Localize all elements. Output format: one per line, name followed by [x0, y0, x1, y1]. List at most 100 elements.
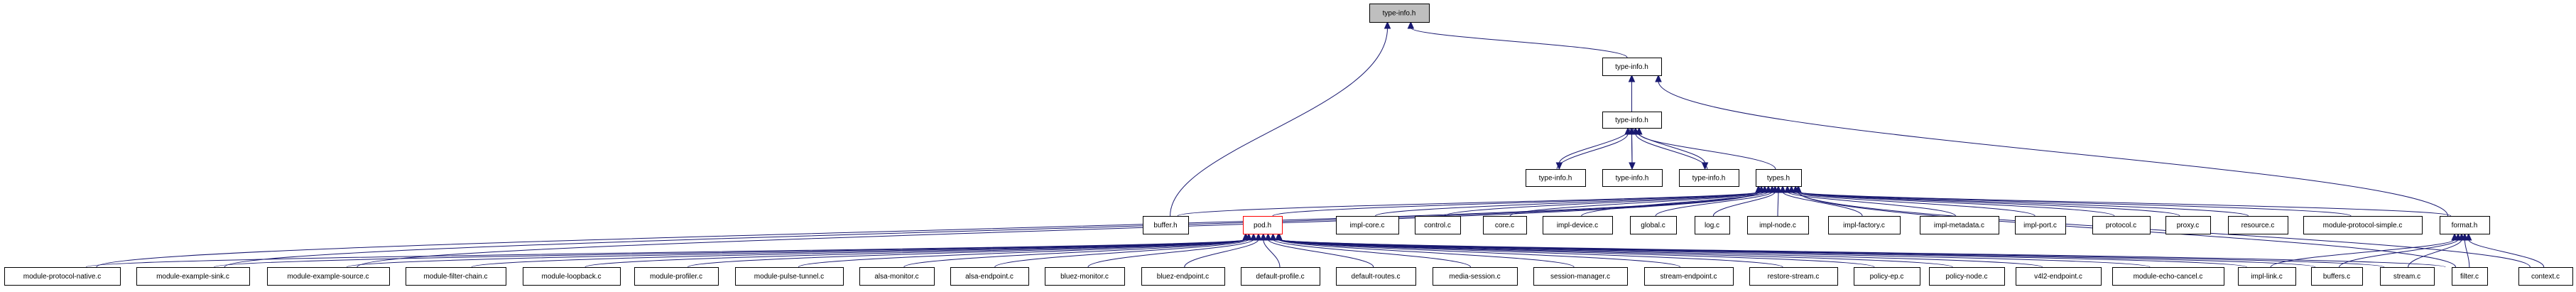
node-filter[interactable]: filter.c: [2452, 267, 2488, 286]
node-box[interactable]: [2440, 216, 2490, 234]
node-root[interactable]: type-info.h: [1369, 4, 1430, 23]
node-box[interactable]: [2238, 267, 2296, 286]
node-alsa-endpoint[interactable]: alsa-endpoint.c: [950, 267, 1029, 286]
node-stream[interactable]: stream.c: [2380, 267, 2435, 286]
node-mod-ex-source[interactable]: module-example-source.c: [267, 267, 390, 286]
node-ti4c[interactable]: type-info.h: [1679, 169, 1739, 187]
node-box[interactable]: [1526, 169, 1586, 187]
node-box[interactable]: [2452, 267, 2488, 286]
node-impl-factory[interactable]: impl-factory.c: [1828, 216, 1901, 234]
node-ti2[interactable]: type-info.h: [1602, 58, 1662, 76]
node-ti3[interactable]: type-info.h: [1602, 112, 1662, 129]
node-control[interactable]: control.c: [1415, 216, 1461, 234]
node-mod-echo-cancel[interactable]: module-echo-cancel.c: [2112, 267, 2224, 286]
node-types[interactable]: types.h: [1756, 169, 1802, 187]
node-box[interactable]: [2518, 267, 2573, 286]
node-impl-metadata[interactable]: impl-metadata.c: [1920, 216, 1999, 234]
node-box[interactable]: [1415, 216, 1461, 234]
node-stream-endpoint[interactable]: stream-endpoint.c: [1644, 267, 1734, 286]
node-policy-ep[interactable]: policy-ep.c: [1854, 267, 1920, 286]
node-mod-filter-chain[interactable]: module-filter-chain.c: [406, 267, 506, 286]
node-box[interactable]: [1243, 216, 1283, 234]
node-box[interactable]: [634, 267, 719, 286]
node-box[interactable]: [1336, 267, 1416, 286]
node-mod-proto-simple[interactable]: module-protocol-simple.c: [2303, 216, 2423, 234]
node-core[interactable]: core.c: [1483, 216, 1527, 234]
node-box[interactable]: [1920, 216, 1999, 234]
node-box[interactable]: [1141, 267, 1225, 286]
node-box[interactable]: [1756, 169, 1802, 187]
node-impl-device[interactable]: impl-device.c: [1543, 216, 1613, 234]
node-box[interactable]: [1602, 112, 1662, 129]
node-impl-core[interactable]: impl-core.c: [1336, 216, 1399, 234]
node-box[interactable]: [1533, 267, 1628, 286]
node-ti4b[interactable]: type-info.h: [1602, 169, 1663, 187]
node-box[interactable]: [859, 267, 935, 286]
node-box[interactable]: [406, 267, 506, 286]
node-default-routes[interactable]: default-routes.c: [1336, 267, 1416, 286]
node-box[interactable]: [2112, 267, 2224, 286]
node-box[interactable]: [1336, 216, 1399, 234]
node-session-manager[interactable]: session-manager.c: [1533, 267, 1628, 286]
node-box[interactable]: [2016, 267, 2102, 286]
node-impl-port[interactable]: impl-port.c: [2015, 216, 2066, 234]
node-mod-loopback[interactable]: module-loopback.c: [523, 267, 621, 286]
node-box[interactable]: [1828, 216, 1901, 234]
node-default-profile[interactable]: default-profile.c: [1241, 267, 1320, 286]
node-box[interactable]: [1143, 216, 1189, 234]
node-box[interactable]: [4, 267, 121, 286]
node-box[interactable]: [1747, 216, 1809, 234]
node-bluez-endpoint[interactable]: bluez-endpoint.c: [1141, 267, 1225, 286]
node-alsa-monitor[interactable]: alsa-monitor.c: [859, 267, 935, 286]
node-box[interactable]: [1695, 216, 1730, 234]
node-bluez-monitor[interactable]: bluez-monitor.c: [1045, 267, 1125, 286]
node-box[interactable]: [1369, 4, 1430, 23]
node-resource[interactable]: resource.c: [2228, 216, 2288, 234]
node-box[interactable]: [2380, 267, 2435, 286]
node-box[interactable]: [136, 267, 250, 286]
node-media-session[interactable]: media-session.c: [1433, 267, 1518, 286]
node-global[interactable]: global.c: [1630, 216, 1677, 234]
node-buffers[interactable]: buffers.c: [2311, 267, 2363, 286]
node-format-h[interactable]: format.h: [2440, 216, 2490, 234]
node-box[interactable]: [267, 267, 390, 286]
node-pod-h[interactable]: pod.h: [1243, 216, 1283, 234]
node-box[interactable]: [950, 267, 1029, 286]
node-box[interactable]: [735, 267, 844, 286]
node-protocol[interactable]: protocol.c: [2092, 216, 2151, 234]
node-mod-proto-native[interactable]: module-protocol-native.c: [4, 267, 121, 286]
node-box[interactable]: [1543, 216, 1613, 234]
node-box[interactable]: [1644, 267, 1734, 286]
node-box[interactable]: [1929, 267, 2005, 286]
node-impl-link[interactable]: impl-link.c: [2238, 267, 2296, 286]
node-box[interactable]: [1749, 267, 1838, 286]
node-box[interactable]: [1602, 169, 1663, 187]
node-box[interactable]: [1241, 267, 1320, 286]
node-box[interactable]: [2303, 216, 2423, 234]
node-box[interactable]: [1045, 267, 1125, 286]
node-v4l2-endpoint[interactable]: v4l2-endpoint.c: [2016, 267, 2102, 286]
node-restore-stream[interactable]: restore-stream.c: [1749, 267, 1838, 286]
node-box[interactable]: [1433, 267, 1518, 286]
node-box[interactable]: [523, 267, 621, 286]
node-proxy[interactable]: proxy.c: [2165, 216, 2211, 234]
node-mod-ex-sink[interactable]: module-example-sink.c: [136, 267, 250, 286]
node-box[interactable]: [1602, 58, 1662, 76]
node-box[interactable]: [2165, 216, 2211, 234]
node-box[interactable]: [2311, 267, 2363, 286]
node-ti4a[interactable]: type-info.h: [1526, 169, 1586, 187]
node-box[interactable]: [1679, 169, 1739, 187]
node-box[interactable]: [2015, 216, 2066, 234]
node-box[interactable]: [2228, 216, 2288, 234]
node-policy-node[interactable]: policy-node.c: [1929, 267, 2005, 286]
node-buffer-h[interactable]: buffer.h: [1143, 216, 1189, 234]
node-box[interactable]: [1854, 267, 1920, 286]
node-context[interactable]: context.c: [2518, 267, 2573, 286]
node-impl-node[interactable]: impl-node.c: [1747, 216, 1809, 234]
node-box[interactable]: [1630, 216, 1677, 234]
node-box[interactable]: [1483, 216, 1527, 234]
node-box[interactable]: [2092, 216, 2151, 234]
node-mod-profiler[interactable]: module-profiler.c: [634, 267, 719, 286]
node-mod-pulse-tunnel[interactable]: module-pulse-tunnel.c: [735, 267, 844, 286]
node-log[interactable]: log.c: [1695, 216, 1730, 234]
